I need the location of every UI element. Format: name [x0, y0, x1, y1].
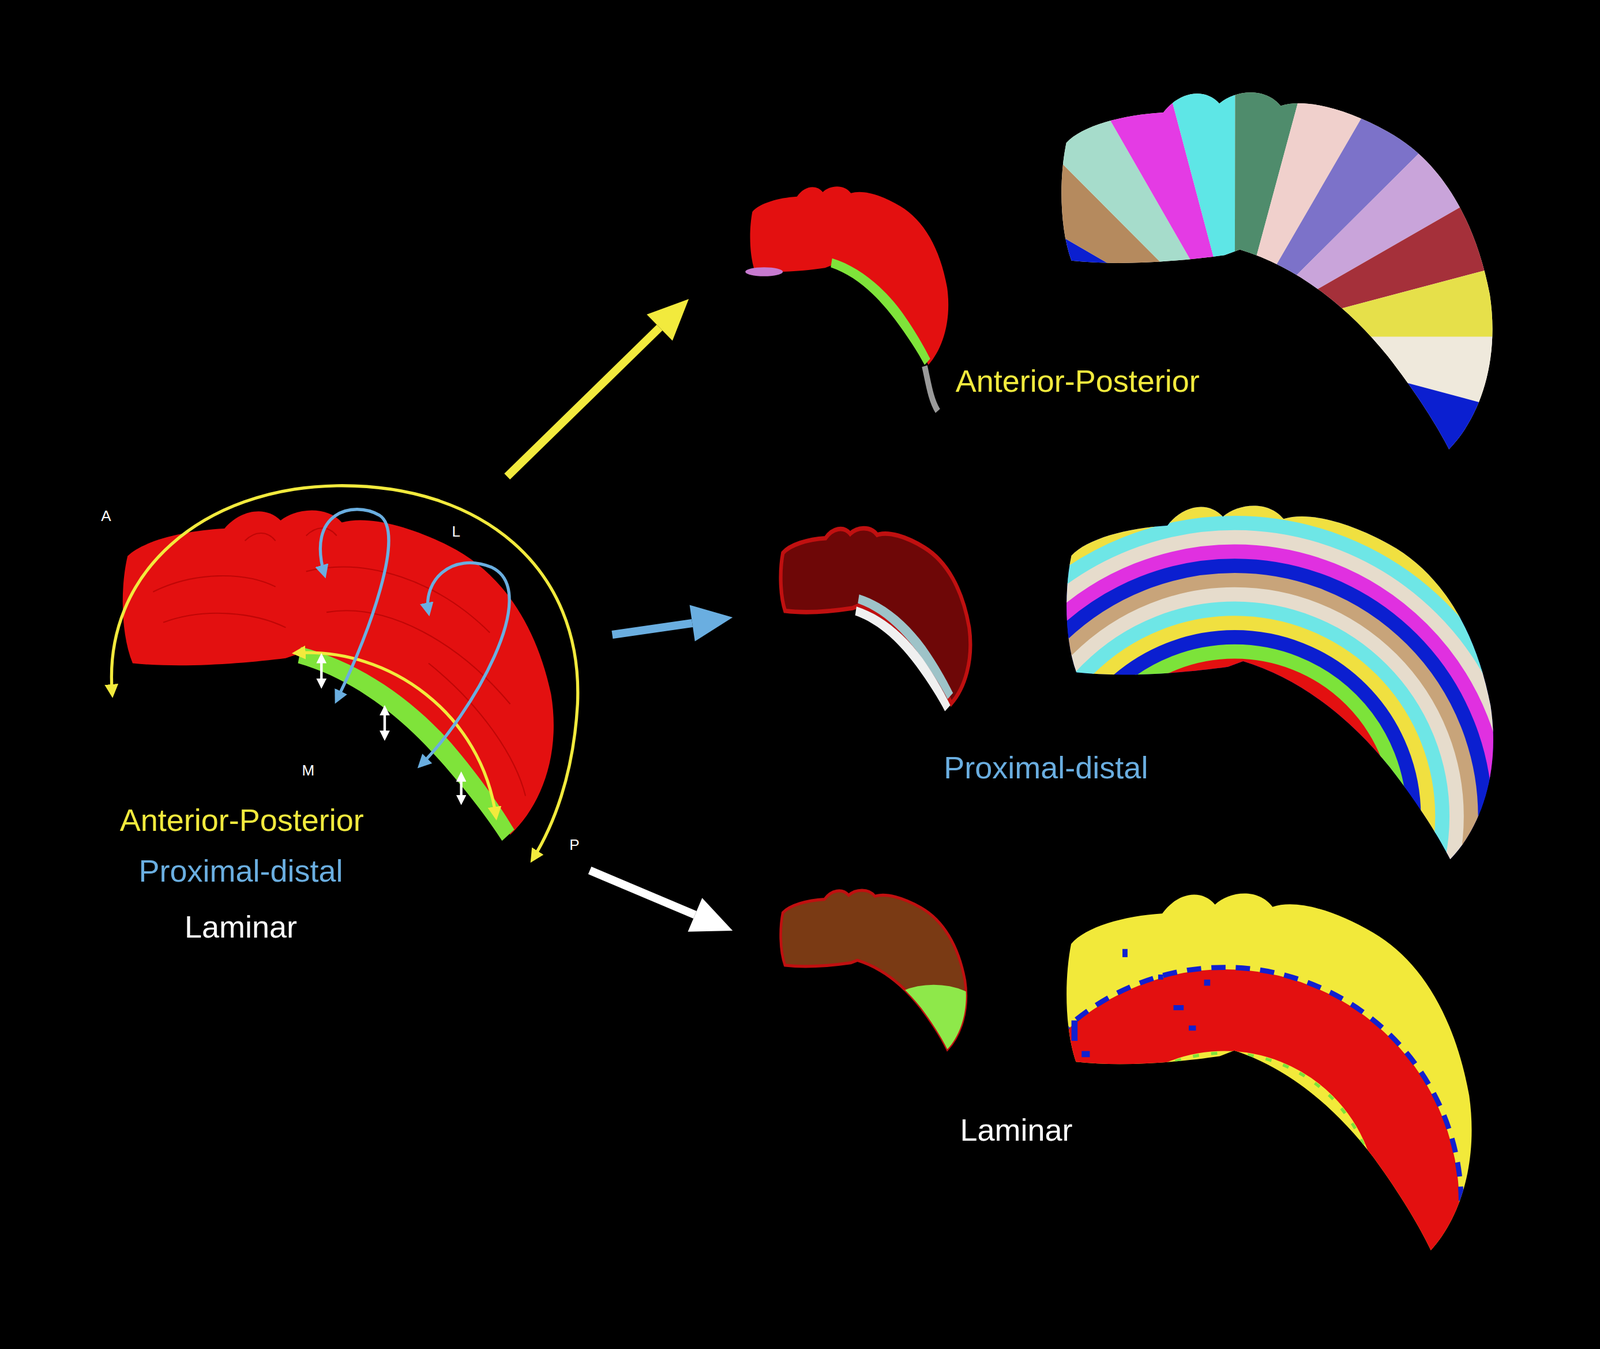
- axis-label: Anterior-Posterior: [953, 362, 1203, 399]
- anterior-posterior-inner-arc: [295, 652, 497, 817]
- orientation-label: P: [566, 836, 582, 854]
- small-proximal-distal-view: [780, 528, 971, 712]
- main-hippocampus: [122, 509, 554, 841]
- pointer-arrow: [590, 870, 734, 932]
- pointer-arrow: [611, 605, 733, 642]
- orientation-label: M: [299, 761, 317, 780]
- small-anterior-posterior-view: [745, 186, 949, 411]
- anterior-posterior-arc: [111, 485, 578, 859]
- orientation-label: A: [98, 507, 114, 525]
- axis-label: Proximal-distal: [941, 749, 1151, 786]
- proximal-distal-arrow: [320, 509, 389, 700]
- proximal-distal-arrow: [420, 562, 510, 765]
- orientation-label: L: [449, 523, 463, 541]
- axis-label: Proximal-distal: [136, 852, 345, 889]
- laminar-arrows: [321, 655, 461, 802]
- small-laminar-view: [780, 889, 1016, 1148]
- axis-label: Anterior-Posterior: [117, 801, 367, 838]
- axis-label: Laminar: [958, 1111, 1076, 1148]
- axis-label: Laminar: [182, 908, 300, 945]
- pointer-arrow: [506, 298, 689, 477]
- anterior-posterior-segmentation: [1030, 92, 1493, 541]
